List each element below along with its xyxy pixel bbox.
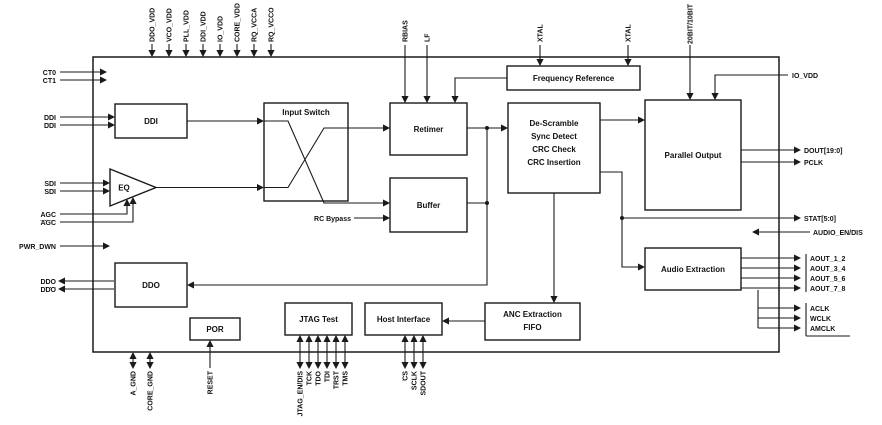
input-switch-block (263, 102, 349, 202)
descramble-block (507, 102, 601, 194)
pin-jtag-en-dis: JTAG_EN/DIS (298, 371, 305, 417)
pin-rbias: RBIAS (403, 20, 410, 42)
pin-xtal-1: XTAL (538, 24, 545, 42)
pin-pll-vdd: PLL_VDD (184, 10, 191, 42)
pin-reset: RESET (208, 370, 215, 394)
pin-sdout: SDOUT (421, 370, 428, 395)
frequency-reference-block (506, 65, 641, 91)
pin-vco-vdd: VCO_VDD (167, 8, 174, 42)
pin-io-vdd-top: IO_VDD (218, 16, 225, 42)
pin-trst: TRST (334, 370, 341, 389)
ddi-block (114, 103, 188, 139)
pin-sdi-p: SDI (44, 181, 56, 188)
pin-cs: CS (403, 371, 410, 381)
retimer-label: Retimer (414, 125, 444, 134)
pin-rq-vcca: RQ_VCCA (252, 8, 259, 42)
audio-extraction-label: Audio Extraction (661, 265, 725, 274)
pin-xtal-2: XTAL (626, 24, 633, 42)
pin-ddo-n: DDO (40, 287, 56, 294)
pin-aout-5-6: AOUT_5_6 (810, 276, 846, 283)
jtag-test-block (284, 302, 353, 336)
pin-tms: TMS (343, 371, 350, 386)
anc-fifo-block (484, 302, 581, 341)
por-block (189, 317, 241, 341)
pin-a-gnd: A_GND (131, 371, 138, 396)
anc-fifo-label-1: ANC Extraction (503, 310, 562, 319)
pin-aclk: ACLK (810, 306, 829, 313)
pin-aout-3-4: AOUT_3_4 (810, 266, 846, 273)
pin-bit-mode: 20BIT/10BIT (688, 3, 695, 44)
pin-ddo-p: DDO (40, 279, 56, 286)
pin-tdi: TDI (325, 371, 332, 382)
pin-pclk: PCLK (804, 160, 823, 167)
descramble-label-2: Sync Detect (531, 132, 577, 141)
pin-tdo: TDO (316, 370, 323, 385)
pin-agc-n: AGC (40, 220, 56, 227)
ddo-block (114, 262, 188, 308)
anc-fifo-label-2: FIFO (523, 323, 541, 332)
pin-sdi-n: SDI (44, 189, 56, 196)
frequency-reference-label: Frequency Reference (533, 74, 615, 83)
bottom-pin-labels: A_GND CORE_GND RESET JTAG_EN/DIS TCK TDO… (131, 370, 428, 416)
pin-aout-7-8: AOUT_7_8 (810, 286, 846, 293)
pin-lf: LF (425, 33, 432, 42)
function-blocks (109, 65, 742, 341)
pin-ddo-vdd: DDO_VDD (150, 8, 157, 42)
pin-stat: STAT[5:0] (804, 216, 836, 223)
parallel-output-block (644, 99, 742, 211)
pin-ddi-p: DDI (44, 115, 56, 122)
pin-ct0: CT0 (43, 70, 56, 77)
junction-dots (485, 126, 624, 220)
eq-label: EQ (118, 184, 130, 193)
pin-dout: DOUT[19:0] (804, 148, 843, 155)
parallel-output-label: Parallel Output (665, 151, 722, 160)
block-labels: DDI EQ Input Switch Retimer Buffer Frequ… (118, 74, 725, 334)
descramble-label-3: CRC Check (532, 145, 576, 154)
pin-aout-1-2: AOUT_1_2 (810, 256, 846, 263)
pin-sclk: SCLK (412, 371, 419, 390)
pin-rq-vcco: RQ_VCCO (269, 7, 276, 42)
pin-ddi-n: DDI (44, 123, 56, 130)
top-pin-labels: DDO_VDD VCO_VDD PLL_VDD DDI_VDD IO_VDD C… (150, 3, 695, 44)
pin-core-vdd: CORE_VDD (235, 3, 242, 42)
host-interface-label: Host Interface (377, 315, 431, 324)
jtag-test-label: JTAG Test (299, 315, 338, 324)
pin-wclk: WCLK (810, 316, 831, 323)
buffer-label: Buffer (417, 201, 441, 210)
pin-audio-en-dis: AUDIO_EN/DIS (813, 230, 863, 237)
pin-pwr-dwn: PWR_DWN (19, 244, 56, 251)
input-switch-label: Input Switch (282, 108, 330, 117)
pin-tck: TCK (307, 371, 314, 385)
pin-io-vdd-right: IO_VDD (792, 73, 818, 80)
buffer-block (389, 177, 468, 233)
rc-bypass-label: RC Bypass (314, 216, 351, 223)
right-pin-labels: IO_VDD DOUT[19:0] PCLK STAT[5:0] AUDIO_E… (792, 73, 863, 333)
ddi-label: DDI (144, 117, 158, 126)
left-pin-labels: CT0 CT1 DDI DDI SDI SDI AGC AGC PWR_DWN … (19, 70, 57, 294)
pin-ddi-vdd: DDI_VDD (201, 11, 208, 42)
audio-extraction-block (644, 247, 742, 291)
por-label: POR (206, 325, 224, 334)
pin-ct1: CT1 (43, 78, 56, 85)
pin-amclk: AMCLK (810, 326, 835, 333)
ddo-label: DDO (142, 281, 160, 290)
signal-lines (57, 44, 850, 370)
descramble-label-4: CRC Insertion (527, 158, 580, 167)
pin-agc-p: AGC (40, 212, 56, 219)
descramble-label-1: De-Scramble (530, 119, 579, 128)
pin-core-gnd: CORE_GND (148, 371, 155, 411)
